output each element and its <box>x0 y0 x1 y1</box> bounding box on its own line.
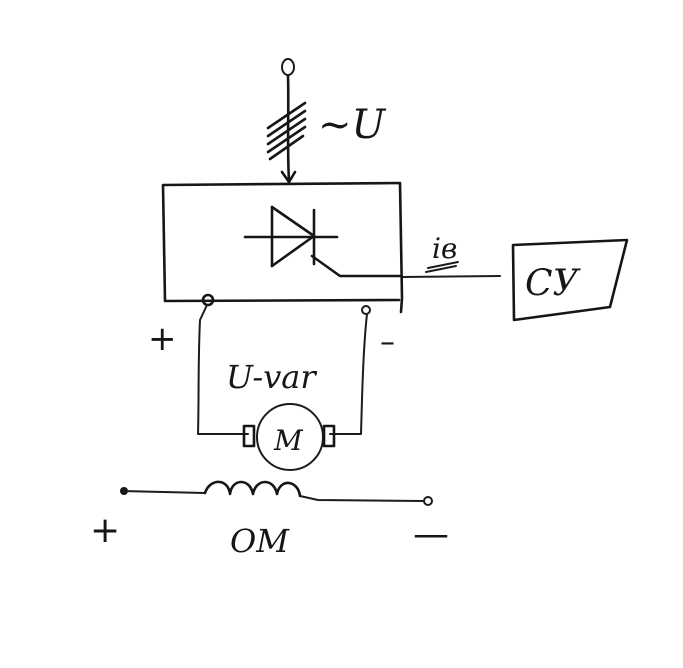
control-unit-label: СУ <box>525 263 582 304</box>
field-right-wire <box>299 495 424 502</box>
ac-supply: ~U <box>266 58 387 184</box>
control-signal-label: iв <box>432 232 457 265</box>
control-signal: iв <box>401 232 501 278</box>
armature-plus-sign: + <box>148 319 177 359</box>
converter-outline <box>161 181 404 314</box>
armature-circuit: + – U-var M <box>148 304 395 471</box>
control-unit: СУ <box>511 238 629 322</box>
motor-icon: M <box>242 403 336 471</box>
converter-minus-terminal <box>361 305 371 315</box>
converter-block <box>161 181 404 315</box>
motor-label: M <box>273 424 304 457</box>
field-minus-terminal <box>423 496 433 506</box>
armature-right-wire <box>329 313 368 435</box>
supply-label: ~U <box>318 102 387 148</box>
field-winding-label: ОМ <box>230 522 290 560</box>
armature-voltage-label: U-var <box>226 358 317 396</box>
control-unit-box <box>511 238 629 322</box>
control-signal-hatch <box>425 261 459 273</box>
inductor-icon <box>203 480 302 498</box>
armature-minus-sign: – <box>380 325 395 360</box>
three-phase-hatch <box>266 101 307 161</box>
control-signal-line <box>401 275 501 278</box>
field-winding: + — ОМ <box>90 480 449 560</box>
thyristor-icon <box>243 205 402 278</box>
field-left-wire <box>123 490 206 494</box>
supply-line <box>286 74 291 182</box>
supply-terminal <box>281 58 295 76</box>
field-minus-sign: — <box>413 514 449 555</box>
supply-arrow <box>280 170 297 184</box>
armature-left-wire <box>197 304 249 435</box>
field-plus-sign: + <box>90 510 120 551</box>
